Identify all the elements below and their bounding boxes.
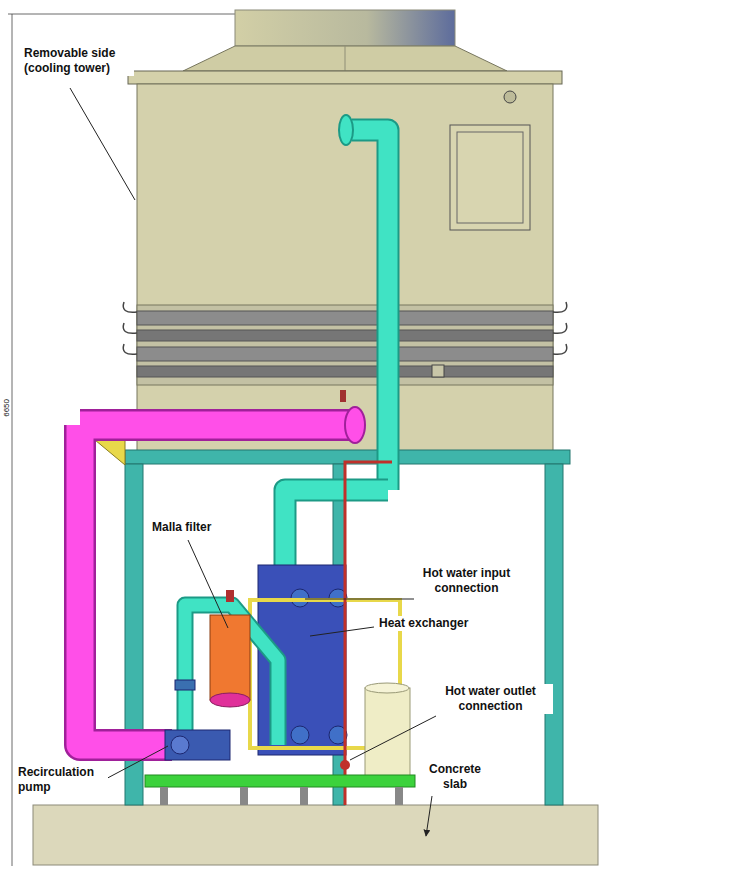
- side-hooks: [123, 302, 137, 354]
- hot-water-riser: [352, 130, 388, 490]
- concrete-slab: [33, 805, 598, 865]
- leader-line: [188, 540, 228, 628]
- part-label: Heat exchanger: [377, 616, 487, 631]
- filter-pipe: [185, 605, 278, 745]
- skid-foot: [240, 787, 248, 805]
- equipment-skid: [145, 775, 415, 787]
- fan-stack: [235, 10, 455, 46]
- fan-cone: [183, 46, 507, 71]
- drain-pipe: [345, 462, 392, 805]
- tower-roof: [128, 71, 562, 84]
- louver-band: [137, 311, 553, 325]
- leader-line: [350, 716, 436, 760]
- pipe-flange: [339, 115, 353, 145]
- pipe-valve: [340, 390, 346, 402]
- access-door-inner: [457, 132, 523, 223]
- part-label: Malla filter: [150, 520, 240, 535]
- malla-filter-body: [210, 615, 250, 700]
- expansion-tank: [365, 688, 410, 776]
- pipe-flange: [175, 680, 195, 690]
- recirculation-pump: [165, 730, 230, 760]
- part-label: Removable side (cooling tower): [22, 46, 134, 76]
- tower-port: [504, 91, 516, 103]
- tank-top: [365, 683, 409, 693]
- dimension-line: [12, 14, 13, 866]
- access-door: [450, 125, 530, 230]
- dimension-tick: [8, 14, 236, 15]
- cyan-pipe-outline: [285, 490, 388, 575]
- dimension-value: 6650: [3, 397, 11, 419]
- part-label: Concrete slab: [420, 762, 490, 792]
- hot-water-pipe: [285, 490, 388, 575]
- filter-valve: [226, 590, 234, 602]
- pipe-bracket: [95, 440, 125, 465]
- leader-line: [70, 88, 135, 200]
- part-label: Recirculation pump: [16, 765, 108, 795]
- part-label: Hot water input connection: [404, 566, 529, 596]
- louver-zone: [137, 305, 553, 385]
- leader-line: [305, 599, 414, 600]
- cyan-pipe-outline: [185, 605, 278, 745]
- pump-casing: [171, 736, 189, 754]
- leader-line: [100, 746, 168, 782]
- louver-band: [137, 347, 553, 361]
- exchanger-port: [291, 726, 309, 744]
- cone-seam: [345, 46, 346, 71]
- frame-leg: [545, 464, 563, 805]
- drain-valve: [340, 760, 350, 770]
- leader-line: [310, 627, 374, 636]
- skid-foot: [300, 787, 308, 805]
- skid-foot: [160, 787, 168, 805]
- part-label: Hot water outlet connection: [428, 684, 553, 714]
- skid-foot: [395, 787, 403, 805]
- leader-arrow: [426, 796, 432, 836]
- filter-cap: [210, 693, 250, 707]
- tower-plate: [432, 365, 444, 377]
- tower-body: [137, 84, 553, 452]
- louver-band: [137, 330, 553, 341]
- side-hooks: [553, 302, 567, 354]
- pipe-flange: [345, 407, 365, 443]
- cyan-pipe-outline: [352, 130, 388, 490]
- louver-band: [137, 366, 553, 377]
